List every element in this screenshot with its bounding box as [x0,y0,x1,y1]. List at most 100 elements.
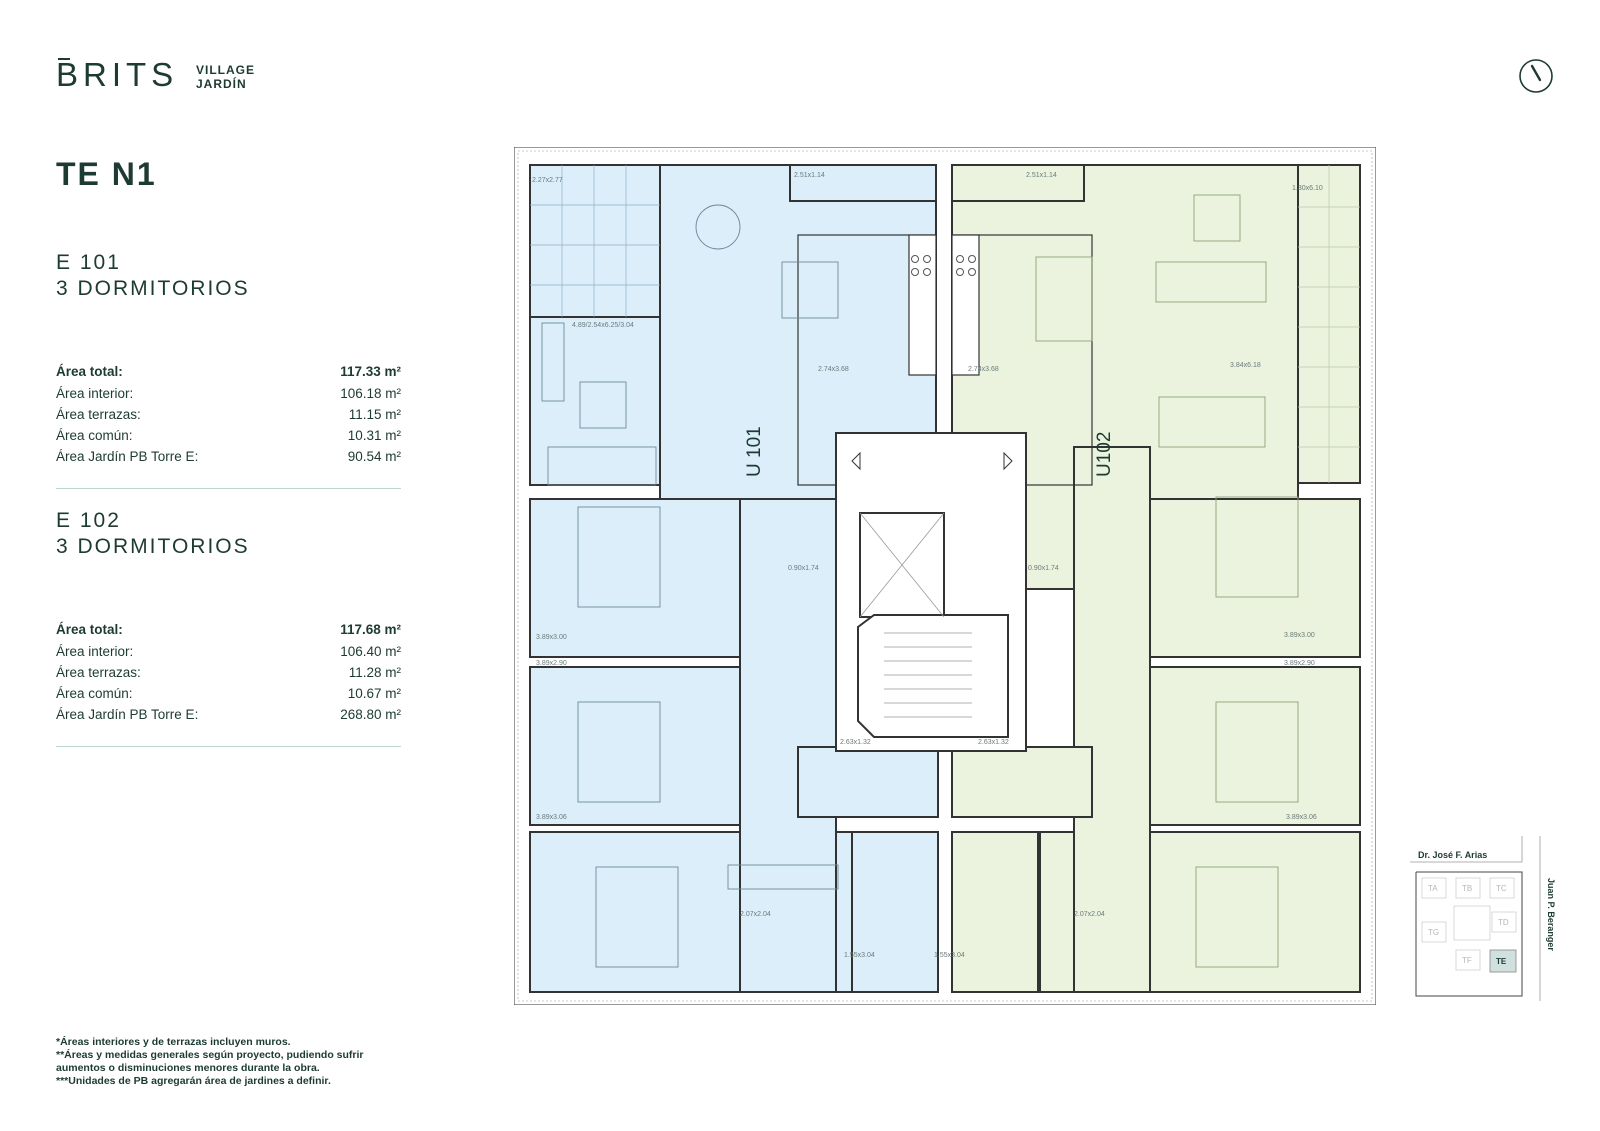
room-dim-label: 2.74x3.68 [968,366,999,373]
area-label: Área terrazas: [56,665,141,680]
tower-label: TA [1428,884,1438,893]
bed3-101 [595,866,679,968]
unit-102-area-terraces: Área terrazas: 11.28 m² [56,665,401,685]
tower-te-highlighted [1489,949,1517,973]
dining-table-101 [695,204,741,250]
unit-102-area-total: Área total: 117.68 m² [56,622,401,642]
sofa-102 [1155,261,1267,303]
stairwell [857,614,1009,738]
area-label: Área común: [56,686,133,701]
hall-102 [1073,446,1151,993]
counter-101 [908,234,937,376]
unit-102-area-garden: Área Jardín PB Torre E: 268.80 m² [56,707,401,727]
tower-label-selected: TE [1496,957,1507,966]
room-dim-label: 2.63x1.32 [978,739,1009,746]
stove-burner-icon [956,268,964,276]
brand-logo: BRITS [56,56,179,93]
central-court [1453,905,1491,941]
north-compass-icon: N [1519,59,1553,93]
unit-101-area-terraces: Área terrazas: 11.15 m² [56,407,401,427]
footnote-line: ***Unidades de PB agregarán área de jard… [56,1075,331,1087]
room-dim-label: 3.89x3.06 [536,814,567,821]
area-value: 11.28 m² [348,665,401,680]
bed2-101 [577,701,661,803]
tower-label: TF [1462,956,1472,965]
bedroom1-101 [529,498,741,658]
unit-102-type: 3 DORMITORIOS [56,535,250,558]
tower-ta [1421,877,1447,899]
bath2-102 [951,831,1039,993]
footnote-line: aumentos o disminuciones menores durante… [56,1062,320,1074]
bath2-101 [851,831,939,993]
stove-burner-icon [923,255,931,263]
stove-burner-icon [911,268,919,276]
tower-label: TC [1496,884,1507,893]
room-dim-label: 2.51x1.14 [1026,172,1057,179]
unit-102-heading: E 102 3 DORMITORIOS [56,508,250,560]
section-divider [56,746,401,747]
area-label: Área interior: [56,386,134,401]
desk-101 [727,864,839,890]
bath1-102 [951,746,1093,818]
room-dim-label: 0.90x1.74 [788,565,819,572]
room-dim-label: 2.27x2.77 [532,177,563,184]
tower-label: TG [1428,928,1439,937]
area-value: 268.80 m² [340,707,401,722]
floor-plan: 2.27x2.77 2.51x1.14 2.51x1.14 1.30x6.10 … [514,147,1376,1005]
unit-101-area-garden: Área Jardín PB Torre E: 90.54 m² [56,449,401,469]
room-dim-label: 3.89x3.00 [1284,632,1315,639]
area-label: Área Jardín PB Torre E: [56,449,199,464]
bed2-102 [1215,701,1299,803]
room-dim-label: 3.89x3.06 [1286,814,1317,821]
footnotes: *Áreas interiores y de terrazas incluyen… [56,1036,364,1088]
section-divider [56,488,401,489]
room-dim-label: 2.51x1.14 [794,172,825,179]
area-label: Área interior: [56,644,134,659]
area-label: Área terrazas: [56,407,141,422]
counter-102 [951,234,980,376]
armchair-102 [1193,194,1241,242]
unit-101-area-total: Área total: 117.33 m² [56,364,401,384]
brand-subtitle: VILLAGE JARDÍN [196,63,255,91]
unit-102-area-common: Área común: 10.67 m² [56,686,401,706]
bed1-101 [577,506,661,608]
dining-table-102 [1158,396,1266,448]
room-dim-label: 3.84x6.18 [1230,362,1261,369]
stove-burner-icon [956,255,964,263]
sideboard-101 [547,446,657,486]
room-dim-label: 1.55x3.04 [934,952,965,959]
hall-101 [739,498,837,993]
bedroom1-102 [1149,498,1361,658]
sofa-101 [541,322,565,402]
brand-subtitle-line2: JARDÍN [196,77,247,91]
area-value: 117.33 m² [340,364,401,379]
room-dim-label: 2.07x2.04 [1074,911,1105,918]
brand-subtitle-line1: VILLAGE [196,63,256,77]
unit-101-plan-label: U 101 [744,426,765,477]
unit-101-area-interior: Área interior: 106.18 m² [56,386,401,406]
area-value: 106.18 m² [340,386,401,401]
tower-tg [1421,921,1447,943]
logo-macron [58,58,70,60]
area-value: 90.54 m² [347,449,401,464]
unit-102-plan-label: U102 [1094,432,1115,477]
area-value: 106.40 m² [340,644,401,659]
unit-102-area-interior: Área interior: 106.40 m² [56,644,401,664]
laundry-102 [951,164,1085,202]
laundry-101 [789,164,937,202]
stove-burner-icon [911,255,919,263]
stove-burner-icon [968,268,976,276]
table-101 [781,261,839,319]
unit-102-code: E 102 [56,509,121,532]
stove-burner-icon [968,255,976,263]
terrace-101 [529,164,661,318]
bath1-101 [797,746,939,818]
site-location-map: Dr. José F. Arias Juan P. Beranger TA TB… [1410,836,1556,1001]
arrow-left-icon [851,451,861,471]
area-label: Área total: [56,622,123,637]
area-value: 10.67 m² [347,686,401,701]
bed3-102 [1195,866,1279,968]
street-top-label: Dr. José F. Arias [1418,850,1487,860]
unit-101-area-common: Área común: 10.31 m² [56,428,401,448]
elevator-cross [859,512,945,618]
